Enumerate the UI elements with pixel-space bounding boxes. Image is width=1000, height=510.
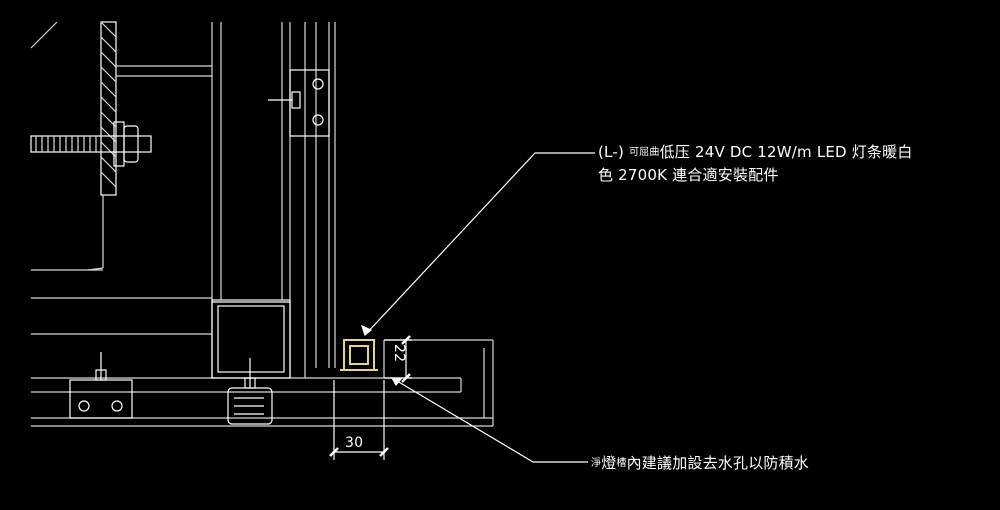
dimension-horizontal: 30 — [345, 435, 364, 451]
ceiling-lines — [31, 297, 494, 427]
drain-note-small-b: 槽 — [616, 458, 627, 469]
drain-note: 淨燈槽內建議加設去水孔以防積水 — [591, 452, 809, 475]
drain-note-main-a: 燈 — [601, 454, 617, 472]
led-note-line2: 色 2700K 連合適安裝配件 — [598, 166, 779, 184]
led-strip-note-line1: (L-) 可屈曲低压 24V DC 12W/m LED 灯条暖白 — [598, 141, 913, 164]
drain-note-small-a: 淨 — [591, 458, 602, 469]
dimension-lines — [329, 335, 412, 460]
hanger-clip — [227, 358, 273, 425]
led-note-line1: 低压 24V DC 12W/m LED 灯条暖白 — [659, 143, 913, 161]
led-profile — [340, 339, 378, 371]
wall-bracket — [31, 21, 212, 271]
leader-lines — [361, 152, 595, 463]
led-strip-note: (L-) 可屈曲低压 24V DC 12W/m LED 灯条暖白 色 2700K… — [598, 141, 913, 186]
dimension-vertical: 22 — [391, 344, 407, 363]
hollow-section — [211, 299, 291, 379]
led-note-small: 可屈曲 — [628, 147, 660, 158]
lower-bracket — [69, 352, 133, 419]
top-bracket — [268, 69, 330, 137]
drain-note-main-b: 內建議加設去水孔以防積水 — [626, 454, 810, 472]
frame-members — [211, 22, 336, 378]
anchor-bolt — [30, 121, 152, 167]
edge-line — [30, 21, 58, 49]
led-note-prefix: (L-) — [598, 143, 625, 161]
